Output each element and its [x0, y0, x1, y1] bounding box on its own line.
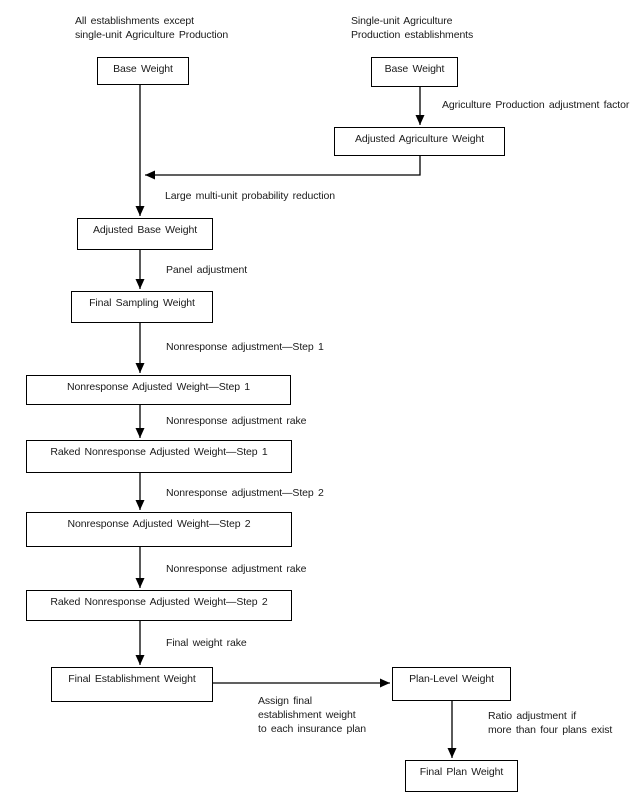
box-final-sampling-weight: Final Sampling Weight: [71, 291, 213, 323]
branch-header-left: All establishments except single-unit Ag…: [75, 15, 229, 41]
edge-label-assign-final-establishment-weight: Assign final establishment weight to eac…: [258, 695, 366, 735]
box-raked-nonresponse-adjusted-weight-step1: Raked Nonresponse Adjusted Weight—Step 1: [26, 440, 292, 473]
box-adjusted-agriculture-weight: Adjusted Agriculture Weight: [334, 127, 505, 156]
edge-label-final-weight-rake: Final weight rake: [166, 637, 247, 649]
edge-label-large-multi-unit-probability-reduction: Large multi-unit probability reduction: [165, 190, 335, 202]
edge-label-nonresponse-adjustment-step2: Nonresponse adjustment—Step 2: [166, 487, 324, 499]
edge-label-nonresponse-adjustment-rake-2: Nonresponse adjustment rake: [166, 563, 307, 575]
branch-header-right: Single-unit Agriculture Production estab…: [351, 15, 474, 41]
box-raked-nonresponse-adjusted-weight-step2: Raked Nonresponse Adjusted Weight—Step 2: [26, 590, 292, 621]
edge-label-agriculture-adjustment-factor: Agriculture Production adjustment factor: [442, 99, 630, 111]
box-base-weight-right: Base Weight: [371, 57, 458, 87]
edge-label-panel-adjustment: Panel adjustment: [166, 264, 248, 276]
box-plan-level-weight: Plan-Level Weight: [392, 667, 511, 701]
box-base-weight-left: Base Weight: [97, 57, 189, 85]
box-adjusted-base-weight: Adjusted Base Weight: [77, 218, 213, 250]
edge-label-nonresponse-adjustment-step1: Nonresponse adjustment—Step 1: [166, 341, 324, 353]
box-nonresponse-adjusted-weight-step1: Nonresponse Adjusted Weight—Step 1: [26, 375, 291, 405]
box-final-plan-weight: Final Plan Weight: [405, 760, 518, 792]
edge-label-ratio-adjustment: Ratio adjustment if more than four plans…: [488, 710, 613, 736]
box-nonresponse-adjusted-weight-step2: Nonresponse Adjusted Weight—Step 2: [26, 512, 292, 547]
box-final-establishment-weight: Final Establishment Weight: [51, 667, 213, 702]
edge-label-nonresponse-adjustment-rake-1: Nonresponse adjustment rake: [166, 415, 307, 427]
arrow-adjusted-agriculture-merge: [145, 156, 421, 180]
